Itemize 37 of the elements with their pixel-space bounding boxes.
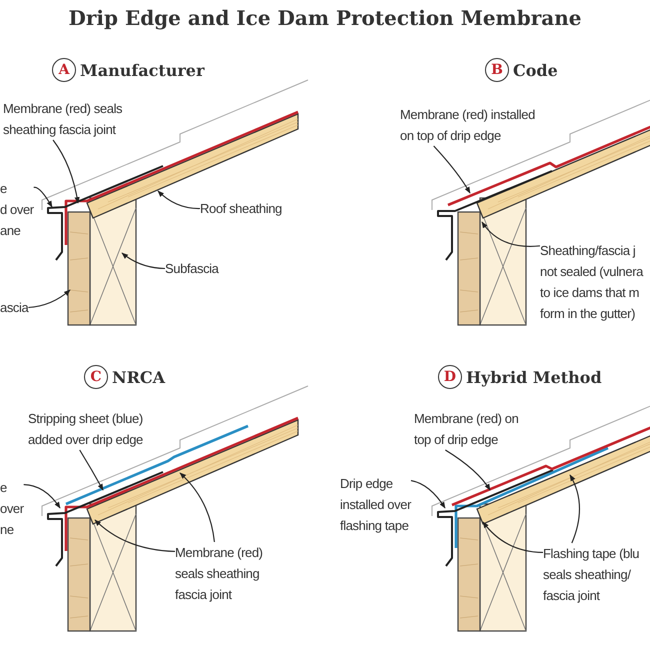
callout-text: Membrane (red) seals sheathing fascia joint [3, 98, 122, 140]
callout-text: ascia [0, 297, 28, 318]
leader-line [445, 450, 490, 491]
leader-line [410, 480, 446, 509]
callout-text: Drip edge installed over flashing tape [340, 473, 411, 536]
callout-text: Roof sheathing [200, 198, 282, 219]
callout-text: Membrane (red) on top of drip edge [414, 408, 518, 450]
leader-line [570, 474, 580, 544]
leader-line [433, 146, 470, 194]
leader-line [94, 520, 176, 552]
leader-line [52, 140, 80, 204]
leader-line [34, 186, 52, 208]
callout-text: Sheathing/fascia j not sealed (vulnera to ice dams that m form in the gutter) [540, 240, 643, 324]
section-title: Hybrid Method [466, 368, 602, 386]
section-title: Manufacturer [80, 60, 204, 80]
leader-line [28, 290, 70, 308]
leader-line [24, 484, 60, 509]
leader-line [482, 221, 540, 247]
callout-text: Stripping sheet (blue) added over drip edge [28, 408, 143, 450]
section-title: NRCA [112, 368, 166, 386]
leader-line [121, 252, 166, 270]
section-badge: C [84, 365, 108, 389]
callout-text: Flashing tape (blu seals sheathing/ fascia joint [543, 543, 640, 606]
leader-line [158, 190, 200, 210]
leader-line [180, 472, 215, 542]
section-badge: A [52, 58, 76, 82]
callout-text: e d over ane [0, 178, 34, 241]
section-badge: D [438, 365, 462, 389]
section-badge: B [485, 58, 509, 82]
section-title: Code [513, 60, 558, 80]
leader-line [482, 521, 544, 553]
diagram-title: Drip Edge and Ice Dam Protection Membrane [68, 6, 582, 30]
callout-text: Membrane (red) seals sheathing fascia joint [175, 542, 263, 605]
callout-text: e over ne [0, 477, 24, 540]
callout-text: Membrane (red) installed on top of drip edge [400, 104, 535, 146]
callout-text: Subfascia [165, 258, 218, 279]
leader-line [79, 450, 104, 491]
